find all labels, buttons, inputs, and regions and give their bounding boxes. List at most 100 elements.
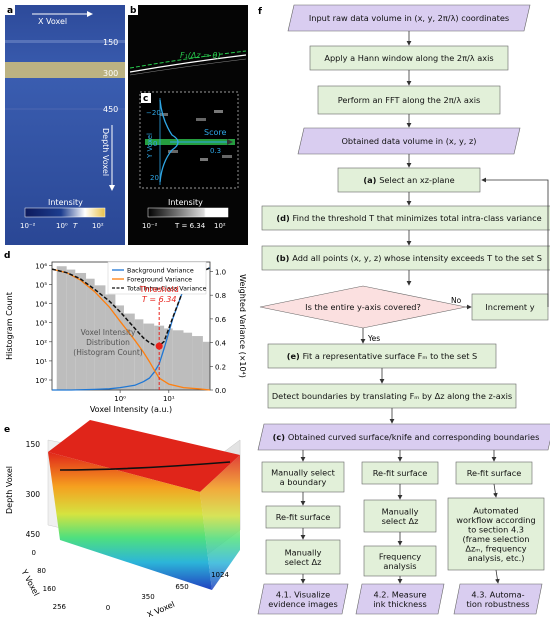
y-right-tick-label: 0.2 (215, 363, 226, 371)
flow-node-label: Perform an FFT along the 2π/λ axis (338, 95, 481, 105)
depth-voxel-label: Depth Voxel (101, 128, 110, 176)
panel-d-label: d (4, 251, 10, 261)
noise-mark (200, 158, 208, 161)
y-tick-label: 256 (53, 603, 67, 611)
histogram-bar (86, 278, 95, 390)
flow-node-label: Fit a representative surface Fₘ to the s… (303, 351, 478, 361)
y-left-axis-label: Histogram Count (5, 292, 14, 360)
flow-process-box (261, 461, 345, 493)
flow-io-box (257, 583, 349, 615)
z-axis-label: Depth Voxel (5, 466, 14, 514)
panel-b-bright-line (129, 54, 247, 73)
surface-side (200, 455, 240, 590)
flow-process-box (261, 205, 550, 231)
flow-node-label: a boundary (280, 477, 327, 487)
noise-mark (160, 113, 168, 116)
flow-node-label: Δzₘ, frequency (465, 543, 526, 553)
histogram-bar (134, 319, 144, 390)
flow-node-text: Automated (473, 505, 518, 515)
panel-a-label: a (7, 6, 13, 16)
flow-node-text: (b) Add all points (x, y, z) whose inten… (276, 253, 542, 263)
flow-node-label: (frame selection (463, 534, 530, 544)
flow-loop-arrow (481, 177, 549, 307)
x-tick-label: 0 (106, 604, 110, 612)
panel-a-bright-band (5, 62, 125, 78)
depth-tick-450: 450 (103, 105, 118, 114)
series-line (51, 267, 211, 347)
histogram-note: (Histogram Count) (73, 348, 142, 357)
flow-io-box (297, 127, 521, 155)
histogram-bar (66, 269, 76, 390)
surface-f1-label: F₁(Δz = 0) (180, 51, 221, 60)
x-tick-label: 10⁰ (114, 395, 126, 403)
panel-b-surface-line (129, 50, 247, 69)
flow-node-text: Re-fit surface (276, 512, 331, 522)
y-right-tick-label: 0.4 (215, 340, 227, 348)
panel-a-label-box (5, 5, 15, 15)
cb-b-max: 10² (214, 222, 226, 230)
flow-node-text: Re-fit surface (373, 468, 428, 478)
flow-process-box (471, 293, 549, 321)
flow-node-text: tion robustness (466, 599, 529, 609)
threshold-value: T = 6.34 (142, 295, 177, 304)
flow-process-box (265, 539, 341, 575)
fitted-surface-line (59, 461, 231, 471)
cb-a-max: 10² (92, 222, 104, 230)
flow-node-text: 4.3. Automa- (471, 589, 524, 599)
noise-mark (214, 110, 223, 113)
flow-node-label: Re-fit surface (276, 512, 331, 522)
flow-node-label: Is the entire y-axis covered? (305, 302, 421, 312)
flow-node-text: Obtained data volume in (x, y, z) (341, 136, 476, 146)
flow-node-label: Find the threshold T that minimizes tota… (293, 213, 542, 223)
flow-node-label: 4.2. Measure (373, 589, 426, 599)
flow-node-text: Re-fit surface (467, 468, 522, 478)
x-voxel-label: X Voxel (38, 17, 67, 26)
flow-node-text: Is the entire y-axis covered? (305, 302, 421, 312)
panel-a-line (5, 108, 125, 110)
y-left-tick-label: 10⁴ (35, 301, 47, 309)
flow-node-text: to section 4.3 (468, 524, 524, 534)
x-axis-label: X Voxel (146, 600, 176, 617)
flow-node-label: select Δz (382, 516, 419, 526)
histogram-bar (115, 305, 124, 390)
flow-node-label: Add all points (x, y, z) whose intensity… (292, 253, 542, 263)
flow-node-label: workflow according (456, 515, 535, 525)
depth-tick-300: 300 (103, 69, 118, 78)
histogram-bar (94, 285, 106, 390)
panel-d: d 10⁰10¹10²10³10⁴10⁵10⁶0.00.20.40.60.81.… (4, 251, 247, 414)
series-line (51, 268, 211, 391)
flow-process-box (447, 497, 545, 571)
panel-f-label: f (258, 7, 262, 17)
inset-c-tick-20: 20 (150, 174, 159, 182)
flow-node-text: Increment y (485, 302, 534, 312)
flow-node-text: Δzₘ, frequency (465, 543, 526, 553)
flow-node-label: Apply a Hann window along the 2π/λ axis (324, 53, 493, 63)
inset-c-noise (160, 110, 232, 161)
flow-node-text: select Δz (382, 516, 419, 526)
flow-io-box (287, 4, 531, 32)
inset-c-tick-neg20: −20 (146, 109, 161, 117)
flow-arrow (495, 569, 500, 584)
noise-mark (168, 150, 178, 153)
flow-node-text: (c) Obtained curved surface/knife and co… (273, 432, 540, 442)
z-tick-label: 300 (26, 490, 41, 499)
colorbar-b-title: Intensity (168, 198, 203, 207)
flow-node-text: workflow according (456, 515, 535, 525)
histogram-bar (164, 328, 173, 390)
flow-node-label: Manually select (271, 467, 336, 477)
y-right-tick-label: 0.8 (215, 292, 226, 300)
flow-node-text: (e) Fit a representative surface Fₘ to t… (287, 351, 478, 361)
colorbar-a (24, 207, 106, 218)
flow-process-box (267, 343, 497, 369)
flow-node-text: Manually (285, 547, 322, 557)
y-left-tick-label: 10³ (35, 320, 47, 328)
flow-node-label: select Δz (285, 557, 322, 567)
flow-no-label: No (451, 296, 462, 305)
panel-a-line (5, 40, 125, 43)
flow-node-text: Input raw data volume in (x, y, 2π/λ) co… (309, 13, 509, 23)
panel-b-label: b (130, 6, 137, 16)
flow-yes-label: Yes (367, 334, 380, 343)
flow-io-box (355, 583, 445, 615)
flow-process-box (363, 499, 437, 533)
